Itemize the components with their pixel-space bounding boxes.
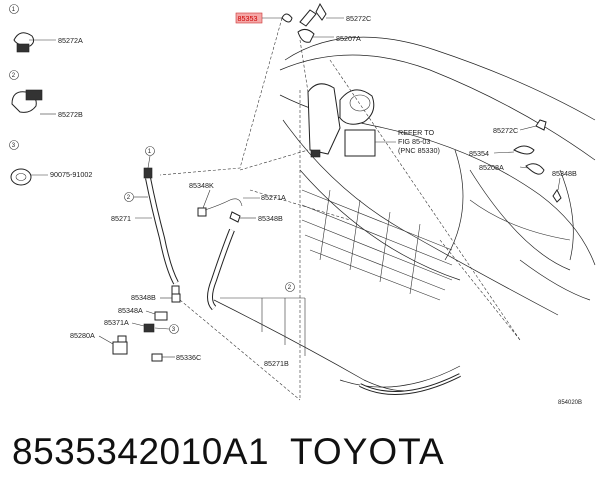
diagram-code: 854020B — [558, 400, 582, 406]
callout-1: 1 — [12, 7, 16, 13]
label-85208A: 85208A — [479, 163, 504, 172]
callout-2: 2 — [12, 73, 16, 79]
label-85336C: 85336C — [176, 353, 201, 362]
hose-85271B — [207, 228, 461, 395]
refer-line-3: (PNC 85330) — [398, 146, 440, 155]
label-85371A: 85371A — [104, 318, 129, 327]
label-85280A: 85280A — [70, 331, 95, 340]
refer-line-1: REFER TO — [398, 128, 434, 137]
label-90075-91002: 90075-91002 — [50, 170, 92, 179]
label-85272B: 85272B — [58, 110, 83, 119]
label-85348B-right: 85348B — [552, 169, 577, 178]
brand-text: TOYOTA — [290, 431, 445, 472]
callout-3: 3 — [12, 143, 16, 149]
label-85272A: 85272A — [58, 36, 83, 45]
label-85272C-right: 85272C — [493, 126, 518, 135]
right-parts — [493, 119, 562, 203]
label-85348A: 85348A — [118, 306, 143, 315]
top-parts — [281, 2, 344, 43]
svg-text:3: 3 — [172, 327, 176, 333]
label-85353-highlight[interactable]: 85353 — [238, 14, 258, 23]
svg-text:1: 1 — [148, 149, 152, 155]
parts-diagram: 1 85272A 2 85272B 3 90075-91002 — [9, 2, 596, 406]
label-85271A: 85271A — [261, 193, 286, 202]
label-85348B-mid: 85348B — [258, 214, 283, 223]
grommet-90075-icon — [10, 168, 48, 186]
legend: 1 85272A 2 85272B 3 90075-91002 — [9, 4, 92, 186]
svg-text:2: 2 — [288, 285, 292, 291]
refer-line-2: FIG 85-03 — [398, 137, 430, 146]
label-85271: 85271 — [111, 214, 131, 223]
label-85207A: 85207A — [336, 34, 361, 43]
clamp-85272A-icon — [13, 32, 56, 53]
hose-85271 — [143, 167, 180, 297]
part-number-text: 8535342010A1 — [12, 431, 270, 472]
pump-assembly — [112, 293, 181, 362]
label-85348K: 85348K — [189, 181, 214, 190]
clamp-85272B-icon — [11, 89, 56, 115]
label-85354: 85354 — [469, 149, 489, 158]
label-85271B: 85271B — [264, 359, 289, 368]
hose-85271A — [197, 198, 243, 223]
label-85348B-low: 85348B — [131, 293, 156, 302]
reservoir-assembly — [299, 39, 376, 158]
svg-text:2: 2 — [127, 195, 131, 201]
label-85272C-top: 85272C — [346, 14, 371, 23]
vehicle-front-outline — [279, 36, 596, 316]
